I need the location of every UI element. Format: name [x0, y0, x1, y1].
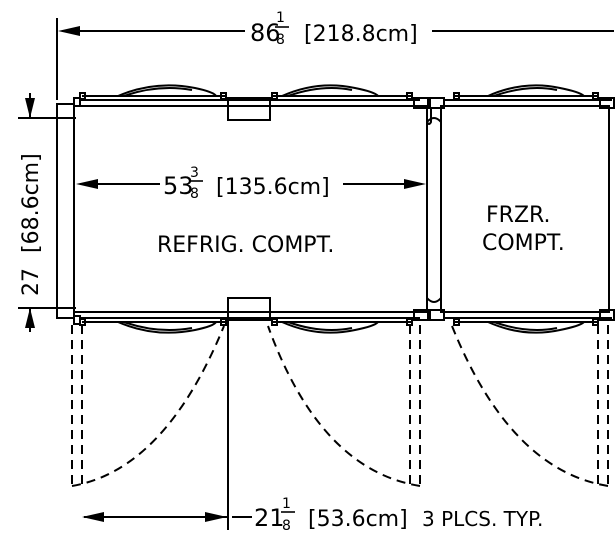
bottom-handle-1 [117, 321, 217, 334]
top-handle-1-inner [123, 87, 193, 97]
divider-bottom-fillet [426, 297, 442, 303]
overall-width-numerator: 1 [276, 10, 285, 26]
divider-bottom-cap-right [429, 309, 445, 321]
door-width-whole: 21 [254, 504, 285, 532]
hinge-mark [592, 92, 599, 100]
hinge-mark [271, 92, 278, 100]
hinge-mark [271, 318, 278, 326]
hinge-mark [79, 92, 86, 100]
door-3-swing-arc [451, 325, 609, 487]
refrig-width-numerator: 3 [190, 165, 199, 181]
door-width-metric: [53.6cm] [308, 507, 408, 532]
bottom-handle-3-inner [493, 321, 558, 331]
refrig-width-denominator: 8 [190, 186, 199, 202]
overall-width-whole: 86 [250, 19, 281, 47]
bottom-handle-2-inner [287, 321, 353, 331]
hinge-mark [220, 92, 227, 100]
door-width-note: 3 PLCS. TYP. [422, 507, 543, 531]
top-door-panels [79, 92, 599, 100]
left-end-post [56, 103, 75, 319]
top-center-mullion [227, 97, 271, 121]
door-1-swing-arc [71, 325, 225, 487]
door-dim-arrow-right [205, 512, 227, 522]
hinge-mark [592, 318, 599, 326]
refrig-compartment-box [73, 105, 428, 313]
door-width-denominator: 8 [282, 518, 291, 534]
top-handle-3 [487, 84, 585, 97]
door-width-numerator: 1 [282, 496, 291, 512]
door-2-swing-arc [267, 325, 421, 487]
freezer-label-line2: COMPT. [482, 231, 565, 256]
freezer-compartment-box [440, 105, 610, 313]
top-handle-3-inner [493, 87, 558, 97]
top-handle-1 [117, 84, 217, 97]
bottom-door-handles [117, 321, 585, 334]
refrig-dim-arrow-left [76, 179, 98, 189]
divider-top-fillet [426, 117, 442, 123]
door-width-dimension [84, 318, 252, 530]
bottom-handle-1-inner [123, 321, 193, 331]
top-handle-2 [281, 84, 379, 97]
overall-width-dimension [56, 18, 614, 100]
svg-text:27 [68.6cm]: 27 [68.6cm] [19, 153, 44, 296]
overall-width-metric: [218.8cm] [304, 22, 418, 47]
cabinet-outline [56, 97, 615, 325]
freezer-label-line1: FRZR. [486, 203, 551, 228]
refrig-dim-arrow-right [404, 179, 426, 189]
right-top-corner [599, 97, 615, 109]
divider-top-cap-right [429, 97, 445, 109]
refrig-width-metric: [135.6cm] [216, 175, 330, 200]
depth-arrow-bottom [25, 308, 35, 328]
overall-width-denominator: 8 [276, 32, 285, 48]
arrowhead-left [58, 26, 80, 36]
door-swing-arcs [71, 325, 609, 487]
top-handle-2-inner [287, 87, 353, 97]
right-bottom-corner [599, 309, 615, 321]
hinge-mark [220, 318, 227, 326]
hinge-mark [406, 92, 413, 100]
bottom-handle-3 [487, 321, 585, 334]
hinge-mark [453, 92, 460, 100]
refrig-compartment-label: REFRIG. COMPT. [157, 233, 334, 258]
depth-arrow-top [25, 98, 35, 118]
divider-top-cap-left [413, 97, 429, 109]
bottom-handle-2 [281, 321, 379, 334]
bottom-door-panels [79, 318, 599, 326]
top-door-handles [117, 84, 585, 97]
door-dim-arrow-left [82, 512, 104, 522]
divider-bottom-cap-left [413, 309, 429, 321]
bottom-center-mullion [227, 297, 271, 321]
hinge-mark [453, 318, 460, 326]
depth-metric: [68.6cm] [19, 153, 44, 253]
depth-whole: 27 [19, 268, 44, 296]
refrig-width-whole: 53 [163, 172, 194, 200]
